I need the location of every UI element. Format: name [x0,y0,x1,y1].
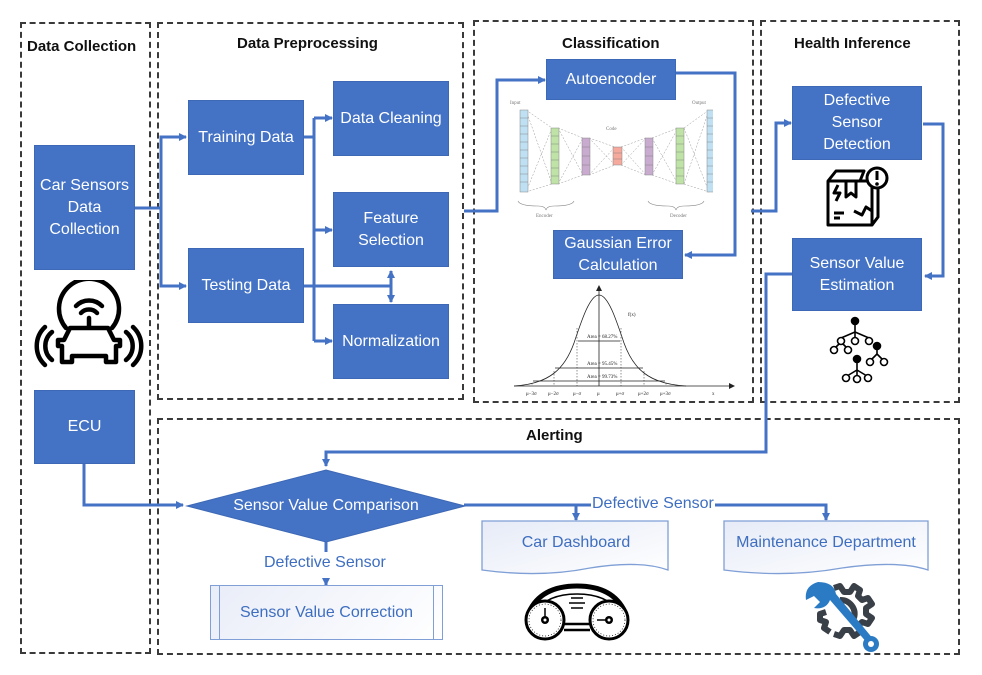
gaussian-area-1: Area = 68.27% [587,335,617,340]
connector-detection-to-estimation [923,122,945,280]
autoencoder-box[interactable]: Autoencoder [546,59,676,100]
title-health-inference: Health Inference [794,35,911,52]
ecu-box[interactable]: ECU [34,390,135,464]
defective-sensor-label-down: Defective Sensor [263,554,387,572]
car-sensors-data-collection-box[interactable]: Car Sensors Data Collection [34,145,135,270]
defective-sensor-detection-box[interactable]: Defective Sensor Detection [792,86,922,160]
connector-ecu-to-comparison [82,464,184,509]
normalization-label: Normalization [342,332,440,350]
gaussian-tick-p1: μ+σ [616,392,625,397]
correction-right-bar [433,586,434,639]
sensor-value-correction-box[interactable]: Sensor Value Correction [210,585,443,640]
feature-selection-box[interactable]: Feature Selection [333,192,449,267]
sensor-value-estimation-label: Sensor Value Estimation [809,254,905,294]
car-sensors-label: Car Sensors Data Collection [40,176,129,238]
gaussian-tick-p2: μ+2σ [638,392,649,397]
connector-feature-to-autoencoder [464,76,546,213]
gaussian-tick-x: x [712,392,715,397]
correction-left-bar [219,586,220,639]
gaussian-error-box[interactable]: Gaussian Error Calculation [553,230,683,279]
ae-output-label: Output [692,101,707,106]
maintenance-department-box[interactable]: Maintenance Department [722,520,930,566]
normalization-box[interactable]: Normalization [333,304,449,379]
autoencoder-label: Autoencoder [565,70,657,88]
training-data-box[interactable]: Training Data [188,100,304,175]
sensor-value-correction-label: Sensor Value Correction [239,603,414,621]
ae-decoder-label: Decoder [670,214,687,219]
defective-sensor-label-right: Defective Sensor [591,495,715,513]
gaussian-area-2: Area = 95.45% [587,362,617,367]
ae-input-label: Input [510,101,521,106]
title-data-preprocessing: Data Preprocessing [237,35,378,52]
gaussian-error-label: Gaussian Error Calculation [564,234,672,274]
car-dashboard-box[interactable]: Car Dashboard [480,520,672,566]
maintenance-department-label: Maintenance Department [736,534,916,551]
gaussian-distribution-figure: f(x) Area = 68.27% Area = 95.45% Area = … [513,285,735,397]
section-alerting [157,418,960,655]
damaged-package-alert-icon [826,166,889,227]
decision-tree-icon [829,316,889,384]
gaussian-tick-p3: μ+3σ [660,392,671,397]
gaussian-tick-m3: μ−3σ [526,392,537,397]
connector-to-testing [159,208,187,290]
gaussian-fx-label: f(x) [628,313,636,318]
gaussian-area-3: Area = 99.73% [587,375,617,380]
gaussian-curve [513,294,687,387]
connector-estimation-to-comparison [322,272,793,467]
data-cleaning-label: Data Cleaning [340,109,442,127]
sensor-value-comparison-decision[interactable]: Sensor Value Comparison [185,468,467,544]
connector-autoencoder-to-gaussian [676,71,737,259]
title-alerting: Alerting [526,427,583,444]
ecu-label: ECU [67,418,102,435]
training-data-label: Training Data [198,128,294,146]
title-data-collection: Data Collection [27,38,137,55]
sensor-value-estimation-box[interactable]: Sensor Value Estimation [792,238,922,311]
wrench-gear-icon [805,582,879,652]
ae-encoder-label: Encoder [536,214,553,219]
connected-car-icon [34,280,144,368]
connector-to-training [159,133,187,208]
correction-label-wrap: Sensor Value Correction [211,586,442,639]
ae-code-label: Code [606,127,617,132]
gaussian-tick-m2: μ−2σ [548,392,559,397]
sensor-value-comparison-label: Sensor Value Comparison [233,497,419,514]
defective-sensor-detection-label: Defective Sensor Detection [823,92,891,153]
speedometer-cluster-icon [524,583,630,641]
comparison-diamond-shape [185,469,467,543]
gaussian-tick-mu: μ [597,392,600,397]
car-dashboard-label: Car Dashboard [521,534,631,551]
maintenance-document-shape [723,520,929,575]
gaussian-tick-m1: μ−σ [573,392,582,397]
feature-selection-label: Feature Selection [358,209,424,249]
autoencoder-network-figure: Input Output Code Encoder Decoder [510,101,713,219]
section-data-preprocessing [157,22,464,400]
car-dashboard-document-shape [481,520,669,575]
testing-data-label: Testing Data [201,276,291,294]
testing-data-box[interactable]: Testing Data [188,248,304,323]
connector-comparison-right [464,503,580,521]
connector-to-defective-detection [751,119,792,213]
section-data-collection [20,22,151,654]
data-cleaning-box[interactable]: Data Cleaning [333,81,449,156]
title-classification: Classification [562,35,660,52]
